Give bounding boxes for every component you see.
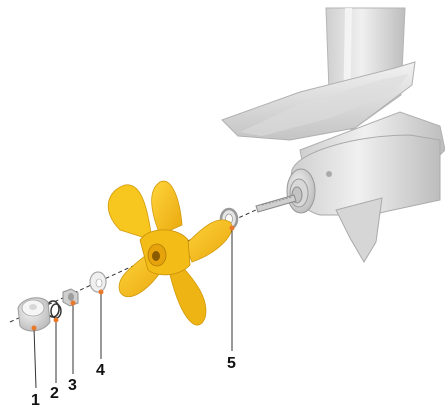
callout-3: 3: [68, 377, 77, 394]
propeller-blade: [108, 185, 152, 240]
leader-dot: [32, 326, 37, 331]
callout-1: 1: [31, 392, 40, 407]
leader-dot: [99, 290, 104, 295]
propeller-blade: [185, 220, 232, 262]
callout-4: 4: [96, 362, 105, 379]
leader-dot: [71, 301, 76, 306]
propeller: [108, 181, 232, 325]
callout-2: 2: [50, 385, 59, 402]
propeller-blade: [152, 181, 182, 235]
callout-5: 5: [227, 355, 236, 372]
leader-dot: [54, 318, 59, 323]
washer: [90, 272, 106, 292]
outboard-drive: [222, 8, 445, 262]
nut: [63, 289, 78, 306]
leader-dot: [230, 226, 235, 231]
